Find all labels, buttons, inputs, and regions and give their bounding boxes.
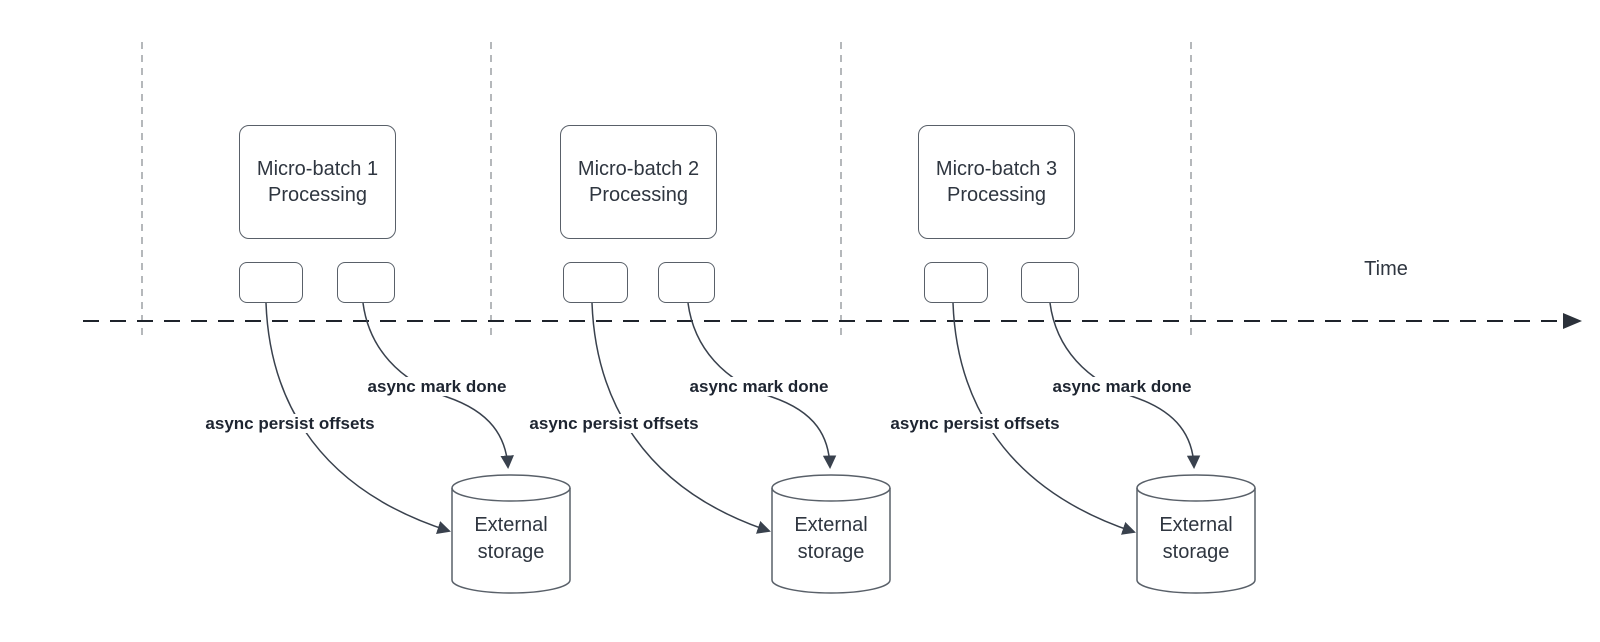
mark-done-arrow-g3 <box>1049 302 1201 470</box>
persist-offsets-label-g3: async persist offsets <box>887 414 1063 433</box>
external-storage-label-g2: External storage <box>794 514 868 563</box>
micro-batch-1-box: Micro-batch 1 Processing <box>239 125 396 239</box>
external-storage-cylinder-g1 <box>451 474 571 594</box>
task-box-left-g1 <box>239 262 303 303</box>
task-box-right-g1 <box>337 262 395 303</box>
micro-batch-3-box: Micro-batch 3 Processing <box>918 125 1075 239</box>
micro-batch-2-title-line1: Micro-batch 2 <box>577 158 700 180</box>
micro-batch-1-title-line1: Micro-batch 1 <box>256 158 379 180</box>
persist-offsets-label-g2: async persist offsets <box>526 414 702 433</box>
mark-done-label-g3: async mark done <box>1049 377 1195 396</box>
micro-batch-2-title-line2: Processing <box>589 184 688 206</box>
micro-batch-2-box: Micro-batch 2 Processing <box>560 125 717 239</box>
external-storage-label-g1: External storage <box>474 514 548 563</box>
mark-done-label-g1: async mark done <box>364 377 510 396</box>
micro-batch-3-title-line1: Micro-batch 3 <box>935 158 1058 180</box>
external-storage-cylinder-g2 <box>771 474 891 594</box>
external-storage-label-g3: External storage <box>1159 514 1233 563</box>
external-storage-cylinder-g3 <box>1136 474 1256 594</box>
task-box-right-g2 <box>658 262 715 303</box>
micro-batch-3-title-line2: Processing <box>947 184 1046 206</box>
mark-done-arrow-g2 <box>687 302 837 470</box>
task-box-right-g3 <box>1021 262 1079 303</box>
persist-offsets-label-g1: async persist offsets <box>202 414 378 433</box>
task-box-left-g3 <box>924 262 988 303</box>
time-label: Time <box>1364 258 1408 280</box>
mark-done-label-g2: async mark done <box>686 377 832 396</box>
task-box-left-g2 <box>563 262 628 303</box>
micro-batch-1-title-line2: Processing <box>268 184 367 206</box>
mark-done-arrow-g1 <box>362 302 514 470</box>
timeline-arrowhead-icon <box>1563 313 1582 329</box>
